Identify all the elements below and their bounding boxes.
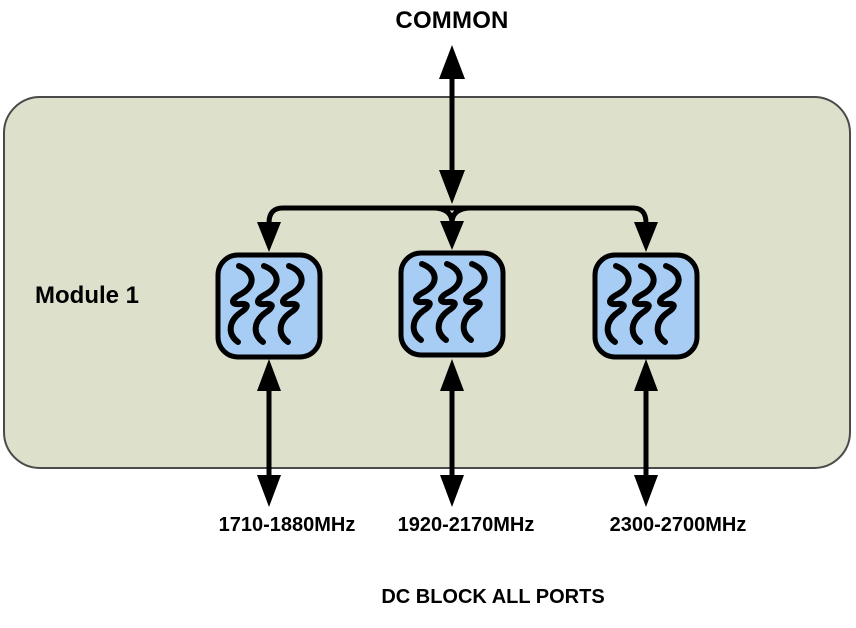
branch-right-corner bbox=[632, 205, 649, 224]
port-arrowhead-2-down bbox=[440, 475, 464, 507]
port-label-3: 2300-2700MHz bbox=[609, 514, 747, 536]
connector-lines bbox=[266, 74, 649, 480]
arrowheads bbox=[257, 45, 658, 507]
branch-arrowhead-2 bbox=[440, 221, 464, 250]
common-arrowhead-up bbox=[439, 45, 465, 79]
filter-box-1 bbox=[215, 252, 323, 360]
footnote-label: DC BLOCK ALL PORTS bbox=[381, 586, 605, 608]
branch-left-corner bbox=[266, 205, 284, 224]
port-arrowhead-3-up bbox=[634, 359, 658, 391]
filter-squiggle-icon bbox=[410, 261, 488, 343]
filter-box-3 bbox=[592, 252, 700, 360]
module-label: Module 1 bbox=[35, 282, 140, 309]
port-arrowhead-2-up bbox=[440, 359, 464, 391]
port-label-1: 1710-1880MHz bbox=[218, 514, 356, 536]
filter-box-2 bbox=[398, 250, 506, 358]
filter-squiggle-icon bbox=[227, 263, 305, 345]
port-arrowhead-3-down bbox=[634, 475, 658, 507]
port-label-2: 1920-2170MHz bbox=[397, 514, 535, 536]
common-arrowhead-down bbox=[439, 170, 465, 204]
branch-center-right-curve bbox=[449, 205, 470, 224]
branch-arrowhead-3 bbox=[634, 222, 658, 252]
filter-squiggle-icon bbox=[604, 263, 682, 345]
port-arrowhead-1-down bbox=[257, 475, 281, 507]
common-port-label: COMMON bbox=[395, 7, 509, 34]
port-arrowhead-1-up bbox=[257, 359, 281, 391]
branch-arrowhead-1 bbox=[257, 222, 281, 252]
